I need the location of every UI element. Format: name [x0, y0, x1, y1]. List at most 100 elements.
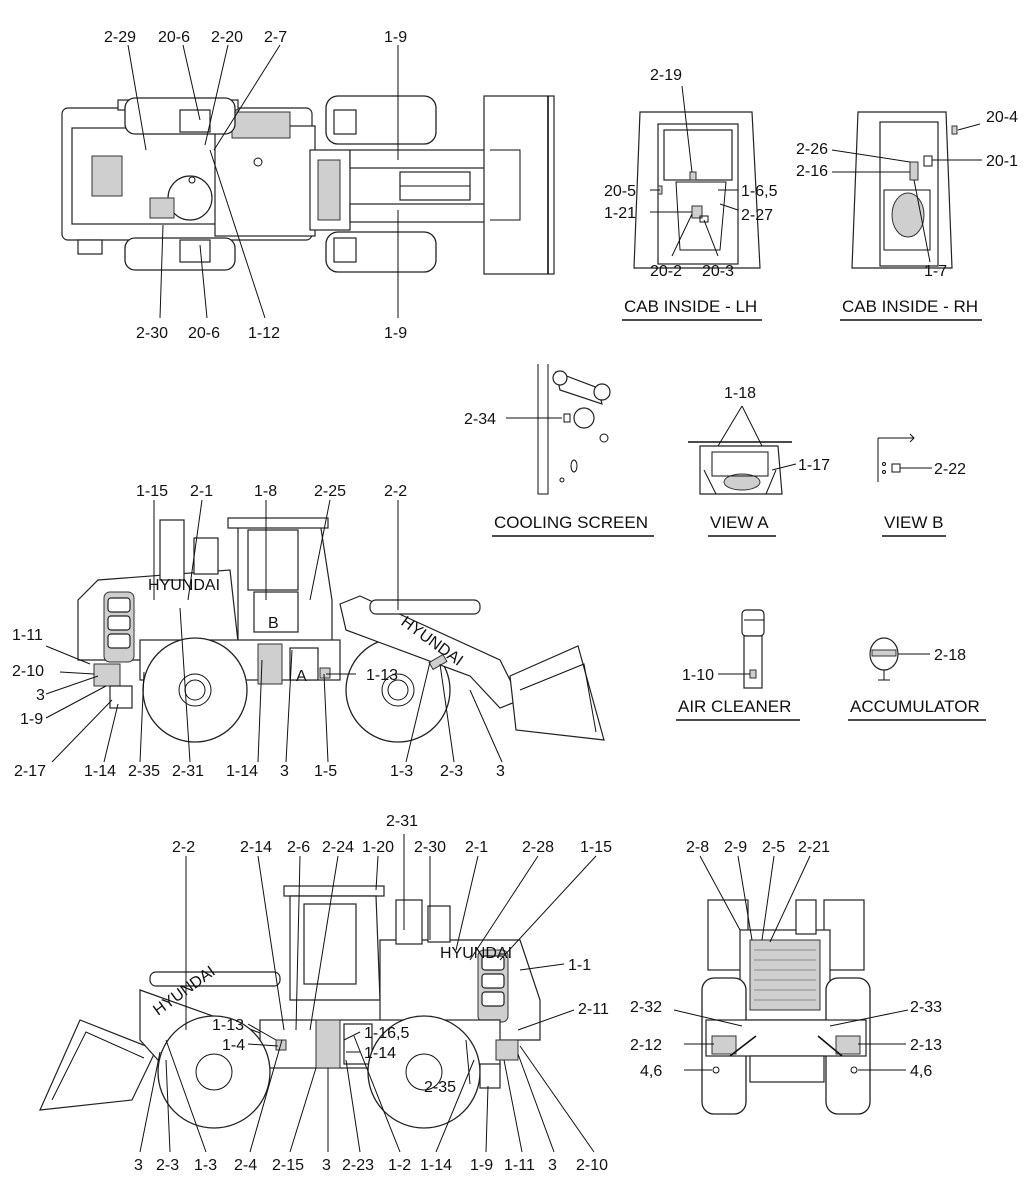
callout-label: 20-6 — [188, 325, 220, 342]
callout-label: 1-10 — [682, 667, 714, 684]
callout-label: 4,6 — [910, 1063, 932, 1080]
callout-label: 2-35 — [128, 763, 160, 780]
callout-label: 2-33 — [910, 999, 942, 1016]
callout-label: 2-25 — [314, 483, 346, 500]
callout-label: 2-20 — [211, 29, 243, 46]
cab-lh-labels: 2-19 20-5 1-21 1-6,5 2-27 20-2 20-3 CAB … — [604, 67, 778, 321]
callout-label: 2-13 — [910, 1037, 942, 1054]
callout-label: 3 — [134, 1157, 143, 1174]
callout-label: 2-2 — [172, 839, 195, 856]
callout-label: 2-22 — [934, 461, 966, 478]
left-side-leaders — [45, 499, 503, 763]
callout-label: 2-30 — [136, 325, 168, 342]
callout-label: 3 — [548, 1157, 557, 1174]
callout-label: 3 — [322, 1157, 331, 1174]
cab-rh-caption: CAB INSIDE - RH — [842, 297, 978, 316]
air-cleaner-caption: AIR CLEANER — [678, 697, 791, 716]
callout-label: 3 — [280, 763, 289, 780]
callout-label: 1-6,5 — [741, 183, 778, 200]
callout-label: 1-18 — [724, 385, 756, 402]
callout-label: 1-9 — [384, 29, 407, 46]
callout-label: 1-13 — [212, 1017, 244, 1034]
callout-label: 1-15 — [136, 483, 168, 500]
callout-label: 4,6 — [640, 1063, 662, 1080]
callout-label: 2-1 — [190, 483, 213, 500]
callout-label: 1-8 — [254, 483, 277, 500]
callout-label: 3 — [36, 687, 45, 704]
callout-label: 2-2 — [384, 483, 407, 500]
callout-label: 1-9 — [384, 325, 407, 342]
callout-label: 2-6 — [287, 839, 310, 856]
callout-label: 2-23 — [342, 1157, 374, 1174]
callout-label: 1-3 — [194, 1157, 217, 1174]
callout-label: 2-4 — [234, 1157, 257, 1174]
callout-label: 2-34 — [464, 411, 496, 428]
callout-label: 2-3 — [156, 1157, 179, 1174]
view-b — [877, 433, 915, 482]
right-side-view — [39, 885, 541, 1129]
air-cleaner — [741, 609, 765, 689]
callout-label: 2-19 — [650, 67, 682, 84]
callout-label: 2-1 — [465, 839, 488, 856]
cab-inside-lh — [633, 111, 761, 269]
callout-label: 2-10 — [576, 1157, 608, 1174]
top-view — [61, 95, 555, 275]
callout-label: 1-20 — [362, 839, 394, 856]
top-view-labels: 2-29 20-6 2-20 2-7 1-9 2-30 20-6 1-12 1-… — [104, 29, 407, 342]
callout-label: 1-2 — [388, 1157, 411, 1174]
view-mark-a: A — [296, 668, 307, 685]
callout-label: 20-5 — [604, 183, 636, 200]
callout-label: 2-8 — [686, 839, 709, 856]
view-a — [688, 441, 792, 495]
right-brand: HYUNDAI — [440, 945, 512, 962]
callout-label: 2-29 — [104, 29, 136, 46]
view-b-caption: VIEW B — [884, 513, 944, 532]
rear-view — [701, 899, 871, 1115]
callout-label: 1-17 — [798, 457, 830, 474]
callout-label: 2-18 — [934, 647, 966, 664]
callout-label: 2-31 — [386, 813, 418, 830]
callout-label: 2-12 — [630, 1037, 662, 1054]
callout-label: 2-14 — [240, 839, 272, 856]
callout-label: 1-15 — [580, 839, 612, 856]
callout-label: 1-14 — [420, 1157, 452, 1174]
callout-label: 1-11 — [12, 627, 43, 644]
callout-label: 2-24 — [322, 839, 354, 856]
cooling-screen — [537, 364, 611, 495]
right-side-labels: 2-31 2-2 2-14 2-6 2-24 1-20 2-30 2-1 2-2… — [134, 813, 612, 1174]
callout-label: 1-21 — [604, 205, 636, 222]
cab-lh-leaders — [650, 85, 739, 257]
accumulator-caption: ACCUMULATOR — [850, 697, 980, 716]
cab-inside-rh — [851, 111, 958, 269]
callout-label: 1-12 — [248, 325, 280, 342]
top-view-leaders — [127, 44, 399, 319]
accumulator — [869, 637, 899, 681]
callout-label: 1-7 — [924, 263, 947, 280]
view-mark-b: B — [268, 615, 279, 632]
callout-label: 1-9 — [20, 711, 43, 728]
callout-label: 1-14 — [364, 1045, 396, 1062]
callout-label: 20-4 — [986, 109, 1018, 126]
cab-lh-caption: CAB INSIDE - LH — [624, 297, 757, 316]
callout-label: 1-1 — [568, 957, 591, 974]
callout-label: 20-6 — [158, 29, 190, 46]
callout-label: 1-3 — [390, 763, 413, 780]
callout-label: 2-28 — [522, 839, 554, 856]
cab-rh-leaders — [831, 123, 982, 263]
callout-label: 3 — [496, 763, 505, 780]
callout-label: 1-11 — [504, 1157, 535, 1174]
callout-label: 1-13 — [366, 667, 398, 684]
callout-label: 2-31 — [172, 763, 204, 780]
callout-label: 20-3 — [702, 263, 734, 280]
callout-label: 2-15 — [272, 1157, 304, 1174]
callout-label: 2-35 — [424, 1079, 456, 1096]
right-side-leaders — [139, 834, 597, 1153]
rear-view-labels: 2-8 2-9 2-5 2-21 2-32 2-33 2-12 2-13 4,6… — [630, 839, 942, 1080]
left-side-labels: 1-15 2-1 1-8 2-25 2-2 1-11 2-10 3 1-9 1-… — [12, 483, 505, 780]
callout-label: 1-14 — [84, 763, 116, 780]
view-a-caption: VIEW A — [710, 513, 769, 532]
callout-label: 2-32 — [630, 999, 662, 1016]
callout-label: 20-2 — [650, 263, 682, 280]
callout-label: 2-7 — [264, 29, 287, 46]
